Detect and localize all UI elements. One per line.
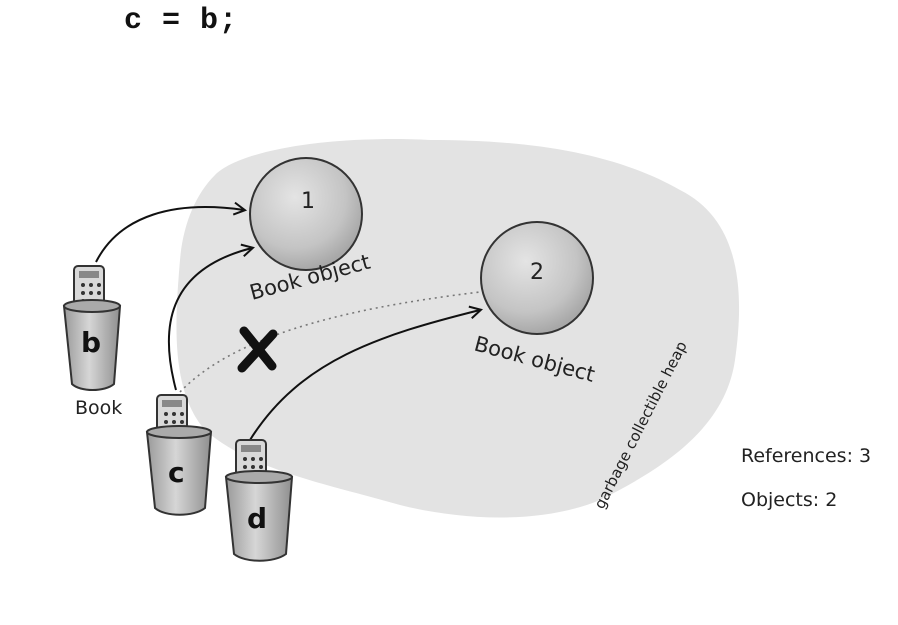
reference-variable-c: c	[145, 394, 213, 516]
old-reference-c-to-object-2	[179, 291, 481, 393]
code-statement: c = b;	[124, 4, 239, 38]
reference-b-type: Book	[75, 397, 122, 419]
reference-c-name: c	[168, 456, 185, 489]
arrow-c-to-object-1	[167, 248, 252, 391]
reference-variable-d: d	[224, 439, 294, 562]
object-2-number: 2	[530, 260, 544, 285]
reference-d-name: d	[247, 502, 267, 535]
arrow-b-to-object-1	[95, 207, 244, 263]
stats-panel: References: 3 Objects: 2	[741, 434, 871, 522]
references-count: References: 3	[741, 445, 872, 467]
arrow-d-to-object-2	[249, 310, 480, 441]
objects-count: Objects: 2	[741, 489, 838, 511]
reference-b-name: b	[81, 326, 101, 359]
broken-reference-x-mark	[237, 326, 278, 373]
reference-variable-b: b Book	[62, 265, 122, 419]
object-1-number: 1	[301, 189, 315, 214]
